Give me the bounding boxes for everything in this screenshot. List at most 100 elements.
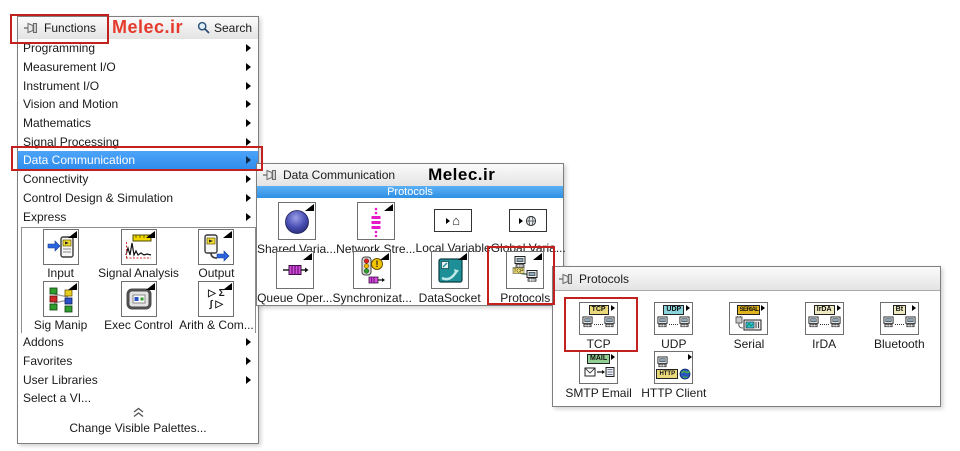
submenu-corner-arrow-icon [686,305,691,311]
palette-item-signal-analysis[interactable]: Signal Analysis [98,229,179,281]
menu-item-signal-processing[interactable]: Signal Processing [18,132,258,152]
palette-item-queue-operations[interactable]: Queue Oper... [257,251,333,305]
submenu-corner-arrow-icon [611,305,616,311]
submenu-arrow-icon [246,212,251,221]
submenu-arrow-icon [246,175,251,184]
menu-item-control-design-simulation[interactable]: Control Design & Simulation [18,188,258,208]
tcp-mini-label: TCP [514,268,525,274]
palette-item-exec-control[interactable]: Exec Control [98,280,179,333]
pushpin-icon[interactable] [263,169,278,181]
palette-item-serial[interactable]: SERIAL Serial [711,302,786,351]
submenu-corner-arrow-icon [383,204,393,211]
submenu-corner-arrow-icon [223,231,233,239]
queue-operations-icon [275,251,314,289]
submenu-arrow-icon [246,100,251,109]
pushpin-icon[interactable] [24,22,39,34]
protocols-grid-row1: TCP TCP UDP UDP SERIAL [561,302,937,351]
local-variable-icon: ⌂ [434,209,473,232]
watermark-red: Melec.ir [112,17,184,37]
palette-item-output[interactable]: Output [179,229,254,281]
submenu-arrow-icon [246,193,251,202]
serial-icon: SERIAL [729,302,769,335]
protocols-palette-window: Protocols TCP TCP UDP UDP SERIAL [552,266,941,407]
menu-item-mathematics[interactable]: Mathematics [18,113,258,133]
palette-item-bluetooth[interactable]: Bt Bluetooth [862,302,937,351]
functions-palette-window: Functions Search Programming Measurement… [17,16,259,444]
submenu-corner-arrow-icon [533,253,543,260]
palette-title: Functions [44,21,97,35]
functions-bottom-menu: Addons Favorites User Libraries Select a… [18,333,258,408]
palette-item-http-client[interactable]: HTTP HTTP Client [636,351,711,400]
input-icon [42,229,79,266]
protocols-header: Protocols [553,267,940,291]
submenu-arrow-icon [246,357,251,366]
globe-icon [525,215,537,227]
network-streams-icon [356,202,395,240]
pushpin-icon[interactable] [559,273,574,285]
palette-item-local-variable[interactable]: ⌂ Local Variable [416,202,491,256]
submenu-corner-arrow-icon [145,282,155,290]
submenu-corner-arrow-icon [836,305,841,311]
palette-item-input[interactable]: Input [23,229,98,281]
protocols-icon: TCP [506,251,545,289]
change-visible-palettes-button[interactable]: Change Visible Palettes... [69,421,207,435]
globe-icon [679,368,691,380]
shared-variable-icon [277,202,316,240]
http-client-icon: HTTP [654,351,694,384]
menu-item-vision-and-motion[interactable]: Vision and Motion [18,95,258,114]
palette-item-tcp[interactable]: TCP TCP [561,302,636,351]
submenu-corner-arrow-icon [457,253,467,260]
envelope-to-server-glyph [584,367,615,377]
palette-item-sig-manip[interactable]: Sig Manip [23,280,98,333]
signal-analysis-icon [120,229,157,266]
submenu-corner-arrow-icon [145,231,155,239]
palette-item-synchronization[interactable]: ! Synchronizat... [333,251,412,305]
menu-item-data-communication[interactable]: Data Communication [18,151,258,170]
submenu-corner-arrow-icon [67,282,77,290]
tcp-icon: TCP [579,302,619,335]
synchronization-icon: ! [353,251,392,289]
smtp-email-icon: MAIL [579,351,619,384]
submenu-corner-arrow-icon [380,253,390,260]
submenu-corner-arrow-icon [223,282,233,290]
menu-item-user-libraries[interactable]: User Libraries [18,370,258,390]
menu-item-express[interactable]: Express [18,207,258,226]
submenu-corner-arrow-icon [302,253,312,260]
menu-item-programming[interactable]: Programming [18,39,258,58]
submenu-arrow-icon [246,44,251,53]
palette-item-protocols[interactable]: TCP Protocols [487,251,563,305]
protocols-grid-row2: MAIL SMTP Email [561,351,937,400]
palette-item-udp[interactable]: UDP UDP [636,302,711,351]
irda-icon: IrDA [804,302,844,335]
submenu-corner-arrow-icon [911,305,916,311]
category-bar-protocols[interactable]: Protocols [257,186,563,198]
palette-item-smtp-email[interactable]: MAIL SMTP Email [561,351,636,400]
palette-item-arith-compare[interactable]: ▷ Σ ∫ ▷ Arith & Com... [179,280,254,333]
data-communication-palette-window: Data Communication Melec.ir Protocols Sh… [256,163,566,306]
menu-item-instrument-io[interactable]: Instrument I/O [18,76,258,96]
search-button[interactable]: Search [197,21,252,35]
palette-title: Protocols [579,271,630,286]
palette-item-irda[interactable]: IrDA IrDA [787,302,862,351]
palette-item-global-variable[interactable]: Global Varia... [491,202,566,256]
bluetooth-icon: Bt [879,302,919,335]
functions-palette-header: Functions Search [18,17,258,40]
submenu-arrow-icon [246,119,251,128]
udp-icon: UDP [654,302,694,335]
submenu-corner-arrow-icon [67,231,77,239]
functions-menu: Programming Measurement I/O Instrument I… [18,39,258,226]
submenu-corner-arrow-icon [611,354,616,360]
menu-item-addons[interactable]: Addons [18,333,258,352]
menu-item-measurement-io[interactable]: Measurement I/O [18,57,258,77]
output-icon [198,229,235,266]
menu-item-select-a-vi[interactable]: Select a VI... [18,389,258,408]
palette-item-network-streams[interactable]: Network Stre... [336,202,416,256]
palette-item-shared-variable[interactable]: Shared Varia... [257,202,336,256]
submenu-corner-arrow-icon [304,204,314,211]
menu-item-favorites[interactable]: Favorites [18,351,258,371]
menu-item-connectivity[interactable]: Connectivity [18,169,258,189]
palette-item-datasocket[interactable]: DataSocket [412,251,488,305]
collapse-chevron-icon[interactable] [18,407,258,418]
express-subpalette-frame: Input Signal Analysis [21,227,256,334]
